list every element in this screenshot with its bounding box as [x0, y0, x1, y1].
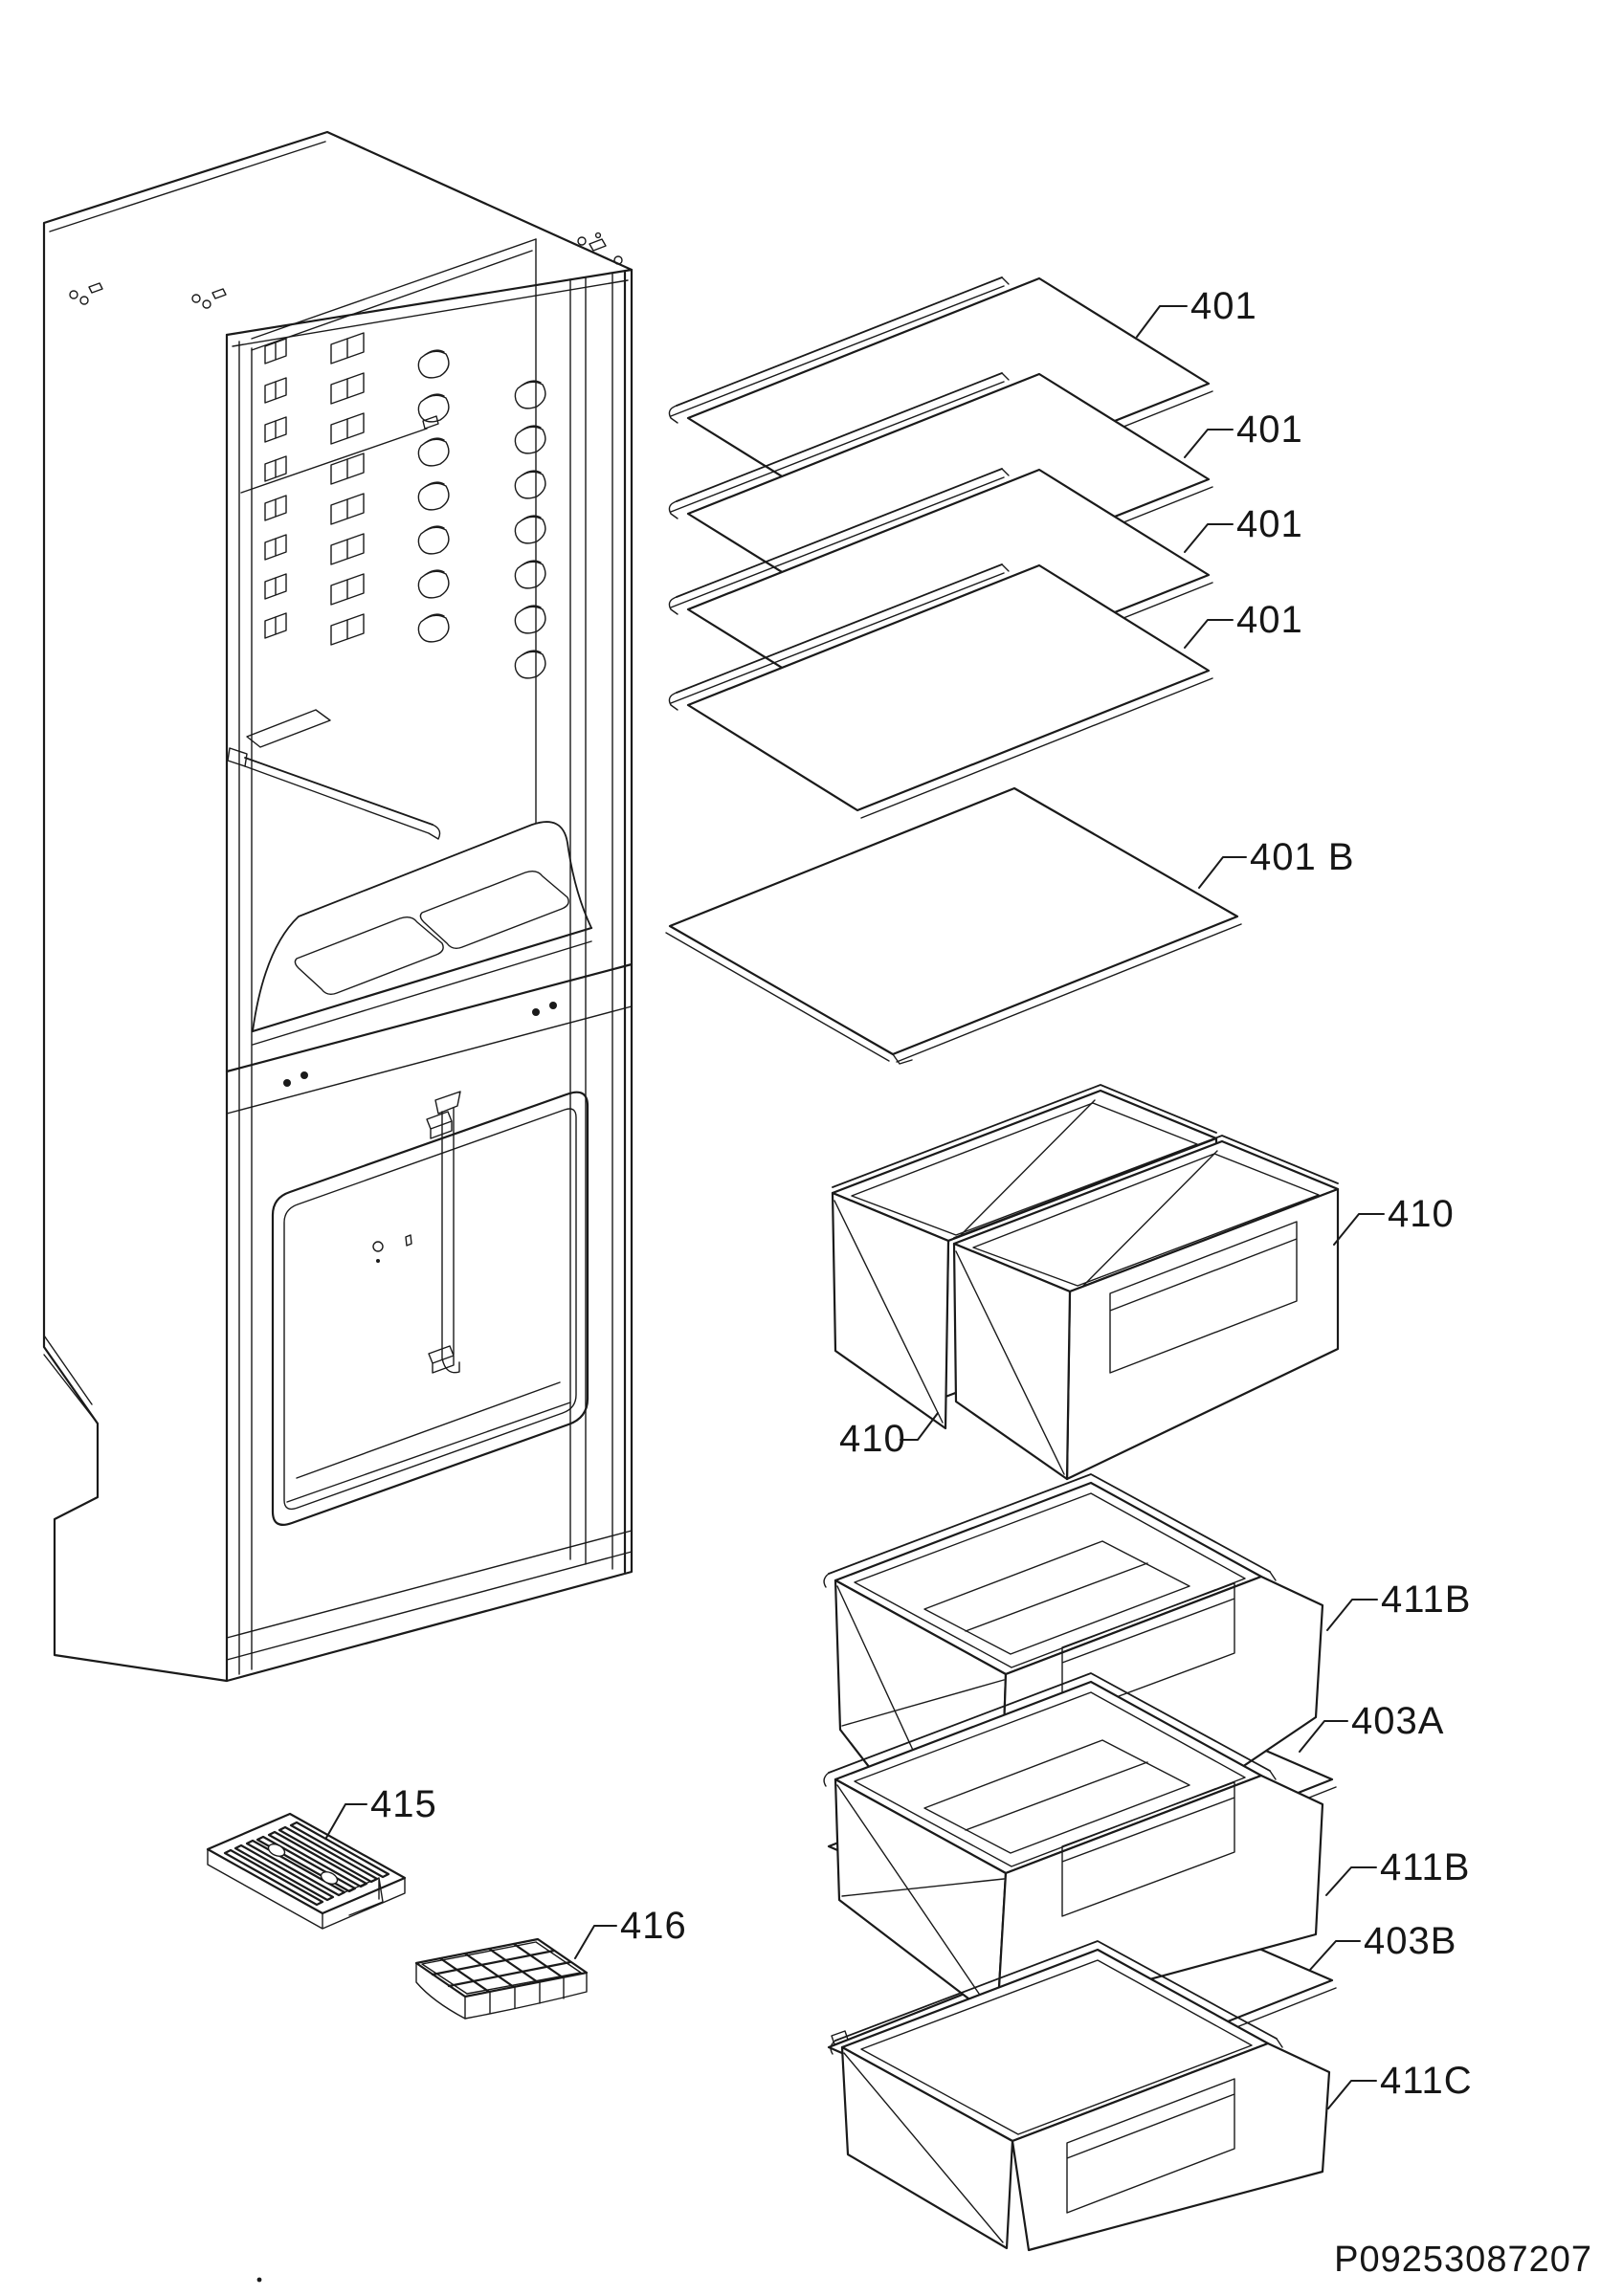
part-label: 416: [620, 1905, 687, 1947]
leader-line: [1136, 305, 1188, 338]
leader-line: [1325, 1866, 1377, 1896]
part-label: 410: [839, 1418, 906, 1460]
leader-line: [1333, 1213, 1385, 1246]
shelf-401b: [665, 786, 1242, 1065]
fridge-floor: [251, 821, 593, 1046]
part-label: 401: [1236, 599, 1303, 641]
compartment-divider: [225, 962, 634, 1115]
part-label: 410: [1388, 1193, 1455, 1235]
hinge-screws: [69, 232, 623, 309]
print-artifact-dot: [256, 2277, 262, 2283]
ice-tray-416: [414, 1937, 589, 2020]
leader-line: [1326, 1599, 1378, 1631]
callout-411b-1: 411B: [1326, 1578, 1471, 1631]
callout-401b: 401 B: [1198, 836, 1355, 889]
part-label: 401: [1190, 285, 1257, 327]
part-label: 411C: [1380, 2060, 1473, 2102]
callout-401-3: 401: [1184, 503, 1303, 553]
leader-line: [325, 1803, 367, 1839]
callout-401-4: 401: [1184, 599, 1303, 649]
part-label: 401: [1236, 408, 1303, 451]
callout-411c: 411C: [1327, 2060, 1473, 2109]
part-label: 401 B: [1250, 836, 1355, 878]
ice-tray-grid: [431, 1942, 572, 1994]
leader-line: [574, 1925, 617, 1959]
shelf-rail: [227, 709, 441, 840]
callout-416: 416: [574, 1905, 687, 1959]
freezer-liner: [271, 1091, 589, 1526]
fridge-cabinet: [42, 130, 634, 1683]
part-label: 411B: [1381, 1578, 1471, 1621]
part-label: 411B: [1380, 1846, 1470, 1888]
vent-grille-415: [206, 1812, 407, 1930]
callout-403b: 403B: [1309, 1920, 1456, 1971]
document-part-code: P09253087207: [1334, 2240, 1592, 2280]
callout-401-1: 401: [1136, 285, 1257, 338]
part-label: 401: [1236, 503, 1303, 545]
basket-410-right: [952, 1135, 1340, 1481]
callout-403a: 403A: [1299, 1700, 1444, 1753]
leader-line: [1327, 2080, 1377, 2109]
part-label: 403B: [1364, 1920, 1456, 1962]
callout-410-left: 410: [839, 1412, 939, 1460]
callout-415: 415: [325, 1783, 437, 1839]
leader-line: [1309, 1940, 1361, 1971]
leader-line: [1184, 619, 1234, 649]
leader-line: [1299, 1720, 1348, 1753]
callout-411b-2: 411B: [1325, 1846, 1470, 1896]
leader-line: [900, 1412, 939, 1441]
callout-401-2: 401: [1184, 408, 1303, 458]
part-label: 415: [370, 1783, 437, 1825]
part-label: 403A: [1351, 1700, 1444, 1742]
callout-410-right: 410: [1333, 1193, 1455, 1246]
leader-line: [1184, 429, 1234, 458]
drawer-411c: [830, 1940, 1331, 2252]
leader-line: [1184, 523, 1234, 553]
leader-line: [1198, 856, 1247, 889]
